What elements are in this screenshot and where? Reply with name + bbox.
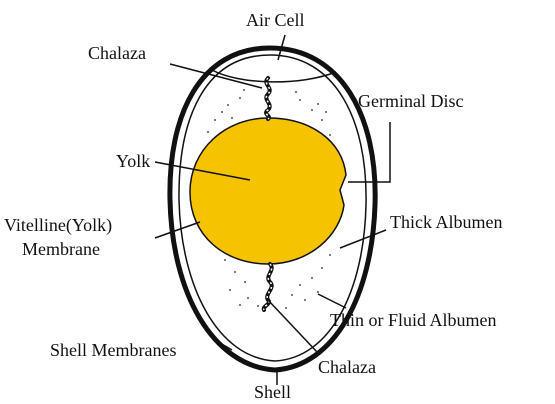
leader-chalaza-bottom	[268, 300, 317, 352]
label-shell: Shell	[254, 382, 291, 402]
label-chalaza-bottom: Chalaza	[318, 357, 376, 377]
label-vitelline-line2: Membrane	[22, 239, 100, 259]
label-chalaza-top: Chalaza	[88, 43, 146, 63]
label-yolk: Yolk	[116, 151, 150, 171]
label-vitelline-line1: Vitelline(Yolk)	[4, 215, 112, 235]
label-germinal-disc: Germinal Disc	[358, 91, 463, 111]
label-thick-albumen: Thick Albumen	[390, 212, 502, 232]
leader-vitelline	[155, 222, 200, 238]
yolk-shape	[190, 118, 346, 264]
label-air-cell: Air Cell	[246, 10, 305, 30]
label-shell-membranes: Shell Membranes	[50, 340, 176, 360]
label-thin-albumen: Thin or Fluid Albumen	[330, 310, 497, 330]
leader-thin-albumen	[318, 294, 346, 308]
